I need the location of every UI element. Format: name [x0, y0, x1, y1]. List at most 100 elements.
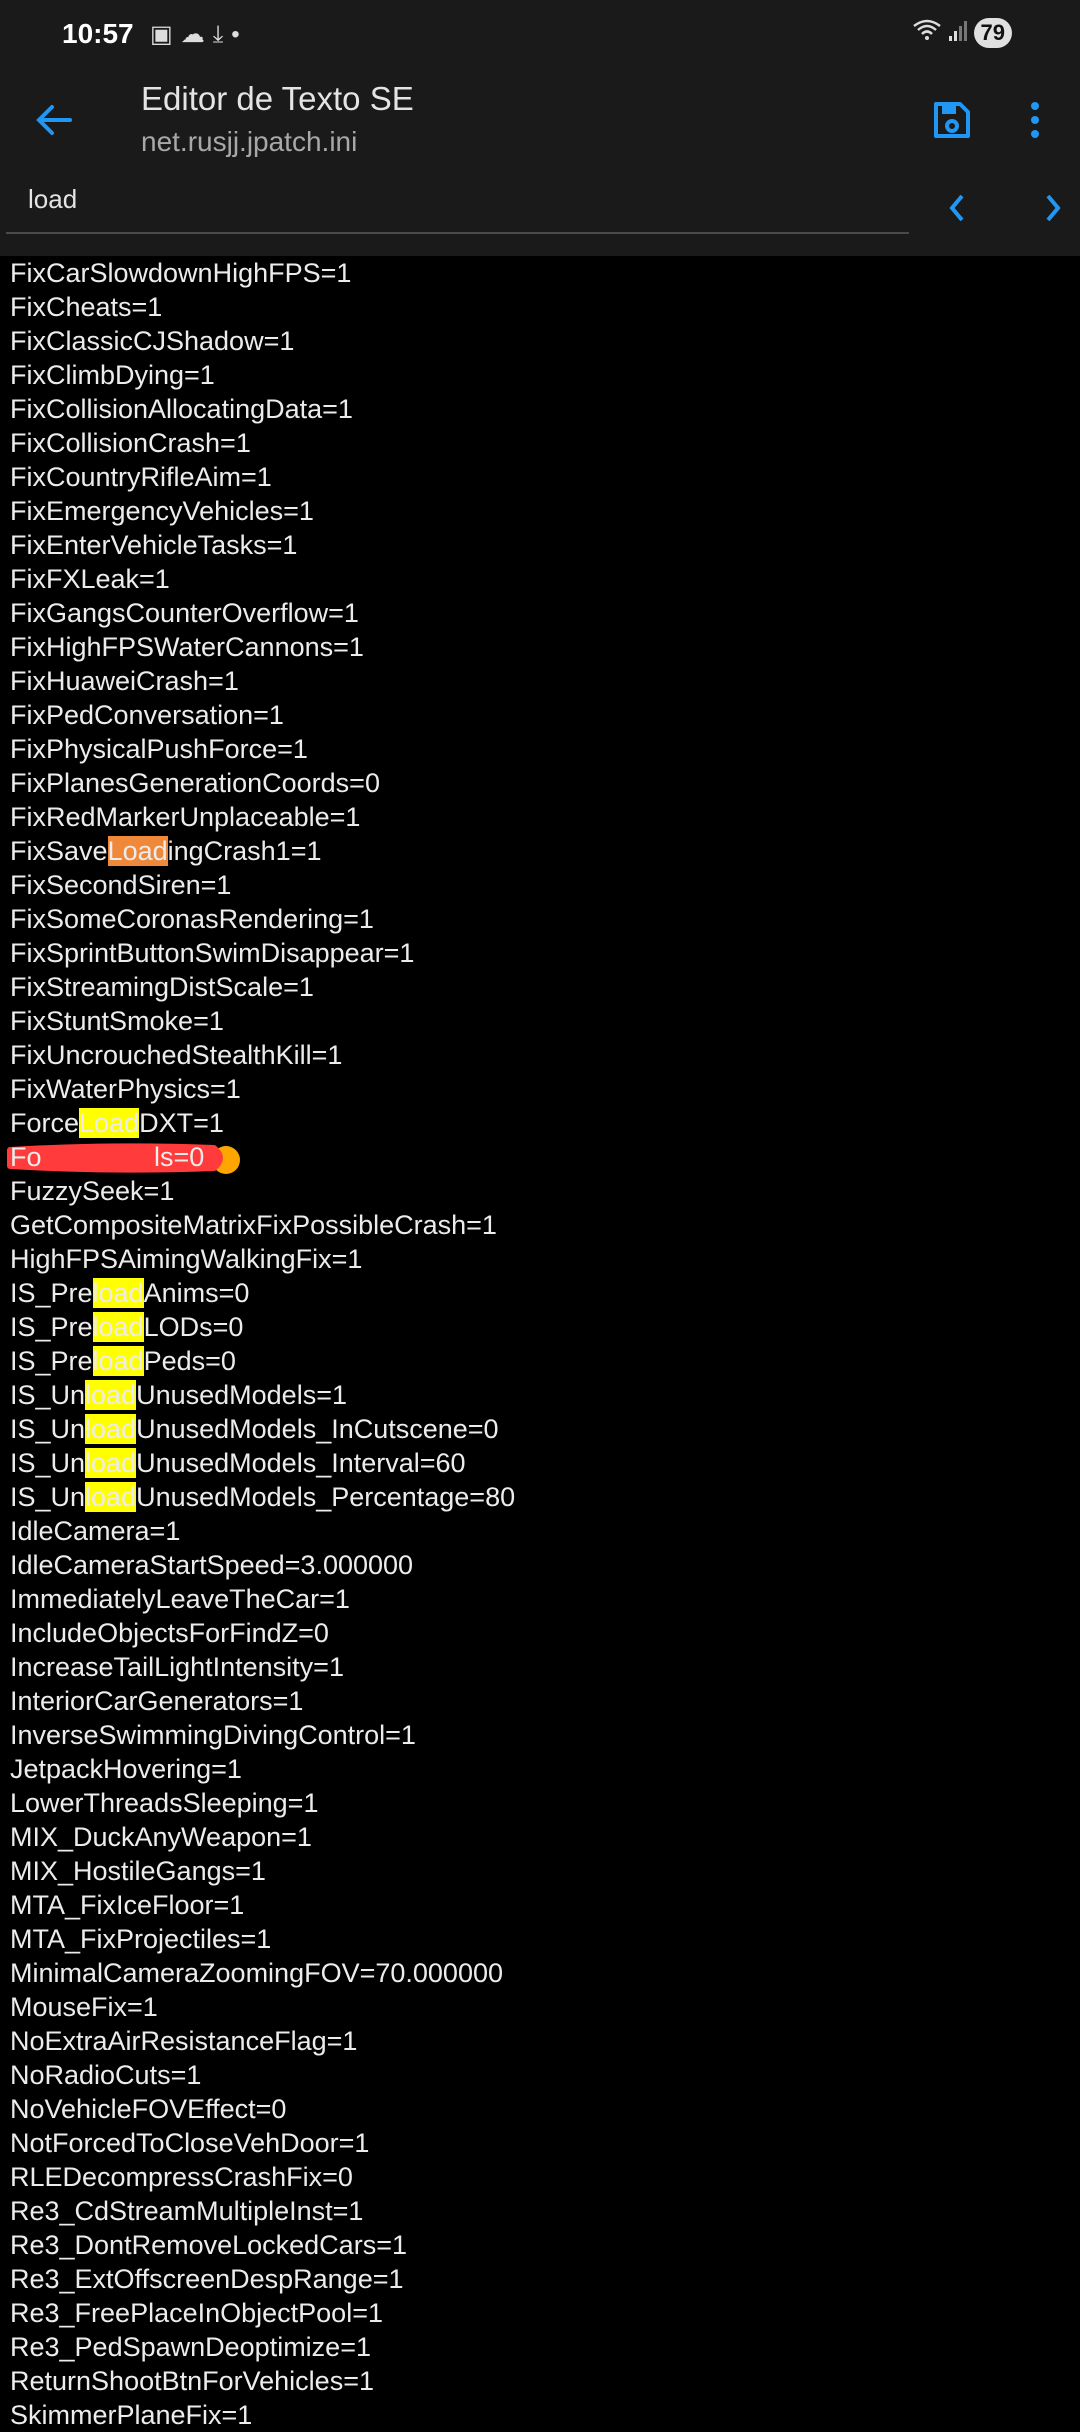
- text-line[interactable]: LowerThreadsSleeping=1: [10, 1786, 1080, 1820]
- text-line[interactable]: FixCarSlowdownHighFPS=1: [10, 256, 1080, 290]
- text-line[interactable]: MIX_DuckAnyWeapon=1: [10, 1820, 1080, 1854]
- text-line[interactable]: IS_UnloadUnusedModels=1: [10, 1378, 1080, 1412]
- text-line[interactable]: JetpackHovering=1: [10, 1752, 1080, 1786]
- text-line[interactable]: MTA_FixIceFloor=1: [10, 1888, 1080, 1922]
- search-underline: [6, 232, 909, 234]
- line-text: FixHuaweiCrash=1: [10, 666, 239, 696]
- text-line[interactable]: MTA_FixProjectiles=1: [10, 1922, 1080, 1956]
- search-match: load: [92, 1278, 144, 1308]
- line-text: MIX_HostileGangs=1: [10, 1856, 266, 1886]
- text-line[interactable]: ReturnShootBtnForVehicles=1: [10, 2364, 1080, 2398]
- line-text: IS_Pre: [10, 1278, 93, 1308]
- line-text: FixFXLeak=1: [10, 564, 170, 594]
- text-line[interactable]: IS_PreloadAnims=0: [10, 1276, 1080, 1310]
- line-text: UnusedModels_Percentage=80: [136, 1482, 516, 1512]
- text-line[interactable]: FixCollisionAllocatingData=1: [10, 392, 1080, 426]
- text-line[interactable]: FixCollisionCrash=1: [10, 426, 1080, 460]
- line-text: FixSave: [10, 836, 108, 866]
- line-text: Peds=0: [143, 1346, 236, 1376]
- line-text: FixCarSlowdownHighFPS=1: [10, 258, 352, 288]
- text-line[interactable]: IncreaseTailLightIntensity=1: [10, 1650, 1080, 1684]
- line-text: Re3_FreePlaceInObjectPool=1: [10, 2298, 383, 2328]
- search-match: load: [85, 1380, 137, 1410]
- line-text: MinimalCameraZoomingFOV=70.000000: [10, 1958, 503, 1988]
- signal-icon: [948, 18, 968, 48]
- text-line[interactable]: FuzzySeek=1: [10, 1174, 1080, 1208]
- next-match-icon[interactable]: [1038, 190, 1068, 226]
- text-line[interactable]: FixUncrouchedStealthKill=1: [10, 1038, 1080, 1072]
- text-line[interactable]: FixClassicCJShadow=1: [10, 324, 1080, 358]
- text-line[interactable]: FixSaveLoadingCrash1=1: [10, 834, 1080, 868]
- line-text: IS_Un: [10, 1380, 86, 1410]
- save-icon[interactable]: [932, 100, 972, 140]
- text-line[interactable]: FixEnterVehicleTasks=1: [10, 528, 1080, 562]
- text-line[interactable]: FixPlanesGenerationCoords=0: [10, 766, 1080, 800]
- back-arrow-icon[interactable]: [30, 96, 78, 144]
- line-text: Fo ls=0: [10, 1142, 205, 1172]
- text-line[interactable]: NotForcedToCloseVehDoor=1: [10, 2126, 1080, 2160]
- text-line[interactable]: FixCountryRifleAim=1: [10, 460, 1080, 494]
- text-line[interactable]: IS_UnloadUnusedModels_InCutscene=0: [10, 1412, 1080, 1446]
- text-line[interactable]: InteriorCarGenerators=1: [10, 1684, 1080, 1718]
- line-text: FixStreamingDistScale=1: [10, 972, 314, 1002]
- text-line[interactable]: FixPedConversation=1: [10, 698, 1080, 732]
- line-text: IS_Un: [10, 1482, 86, 1512]
- text-line[interactable]: Re3_PedSpawnDeoptimize=1: [10, 2330, 1080, 2364]
- text-line[interactable]: FixWaterPhysics=1: [10, 1072, 1080, 1106]
- text-line[interactable]: Re3_CdStreamMultipleInst=1: [10, 2194, 1080, 2228]
- text-line[interactable]: IdleCamera=1: [10, 1514, 1080, 1548]
- text-line[interactable]: FixHuaweiCrash=1: [10, 664, 1080, 698]
- line-text: IncreaseTailLightIntensity=1: [10, 1652, 344, 1682]
- text-line[interactable]: InverseSwimmingDivingControl=1: [10, 1718, 1080, 1752]
- search-input[interactable]: [28, 184, 888, 215]
- line-text: FixCheats=1: [10, 292, 163, 322]
- text-line[interactable]: MouseFix=1: [10, 1990, 1080, 2024]
- text-line[interactable]: FixHighFPSWaterCannons=1: [10, 630, 1080, 664]
- text-line[interactable]: FixClimbDying=1: [10, 358, 1080, 392]
- line-text: Re3_ExtOffscreenDespRange=1: [10, 2264, 404, 2294]
- text-line[interactable]: IncludeObjectsForFindZ=0: [10, 1616, 1080, 1650]
- text-line[interactable]: FixSomeCoronasRendering=1: [10, 902, 1080, 936]
- text-line[interactable]: FixSecondSiren=1: [10, 868, 1080, 902]
- battery-indicator: 79: [973, 18, 1012, 48]
- line-text: FixWaterPhysics=1: [10, 1074, 241, 1104]
- text-line[interactable]: FixSprintButtonSwimDisappear=1: [10, 936, 1080, 970]
- text-line[interactable]: RLEDecompressCrashFix=0: [10, 2160, 1080, 2194]
- text-line[interactable]: ForceLoadDXT=1: [10, 1106, 1080, 1140]
- text-line[interactable]: FixEmergencyVehicles=1: [10, 494, 1080, 528]
- text-line[interactable]: GetCompositeMatrixFixPossibleCrash=1: [10, 1208, 1080, 1242]
- more-options-icon[interactable]: [1022, 100, 1048, 140]
- text-line[interactable]: NoVehicleFOVEffect=0: [10, 2092, 1080, 2126]
- text-line[interactable]: FixStuntSmoke=1: [10, 1004, 1080, 1038]
- text-line[interactable]: MIX_HostileGangs=1: [10, 1854, 1080, 1888]
- redacted-line[interactable]: Fo ls=0: [10, 1140, 1080, 1174]
- text-line[interactable]: FixRedMarkerUnplaceable=1: [10, 800, 1080, 834]
- text-line[interactable]: FixFXLeak=1: [10, 562, 1080, 596]
- text-line[interactable]: FixGangsCounterOverflow=1: [10, 596, 1080, 630]
- text-line[interactable]: SkimmerPlaneFix=1: [10, 2398, 1080, 2432]
- text-line[interactable]: Re3_FreePlaceInObjectPool=1: [10, 2296, 1080, 2330]
- text-line[interactable]: ImmediatelyLeaveTheCar=1: [10, 1582, 1080, 1616]
- text-line[interactable]: IS_UnloadUnusedModels_Interval=60: [10, 1446, 1080, 1480]
- previous-match-icon[interactable]: [942, 190, 972, 226]
- wifi-icon: [912, 18, 942, 48]
- line-text: FixPlanesGenerationCoords=0: [10, 768, 380, 798]
- text-line[interactable]: IdleCameraStartSpeed=3.000000: [10, 1548, 1080, 1582]
- text-line[interactable]: Re3_DontRemoveLockedCars=1: [10, 2228, 1080, 2262]
- line-text: FixClassicCJShadow=1: [10, 326, 295, 356]
- text-line[interactable]: FixStreamingDistScale=1: [10, 970, 1080, 1004]
- text-line[interactable]: FixCheats=1: [10, 290, 1080, 324]
- text-line[interactable]: MinimalCameraZoomingFOV=70.000000: [10, 1956, 1080, 1990]
- status-right: 79: [912, 18, 1012, 48]
- text-line[interactable]: IS_PreloadLODs=0: [10, 1310, 1080, 1344]
- app-title: Editor de Texto SE: [141, 80, 414, 117]
- line-text: FixPhysicalPushForce=1: [10, 734, 308, 764]
- text-line[interactable]: FixPhysicalPushForce=1: [10, 732, 1080, 766]
- text-line[interactable]: HighFPSAimingWalkingFix=1: [10, 1242, 1080, 1276]
- text-line[interactable]: NoRadioCuts=1: [10, 2058, 1080, 2092]
- text-line[interactable]: IS_UnloadUnusedModels_Percentage=80: [10, 1480, 1080, 1514]
- text-line[interactable]: NoExtraAirResistanceFlag=1: [10, 2024, 1080, 2058]
- text-line[interactable]: Re3_ExtOffscreenDespRange=1: [10, 2262, 1080, 2296]
- text-line[interactable]: IS_PreloadPeds=0: [10, 1344, 1080, 1378]
